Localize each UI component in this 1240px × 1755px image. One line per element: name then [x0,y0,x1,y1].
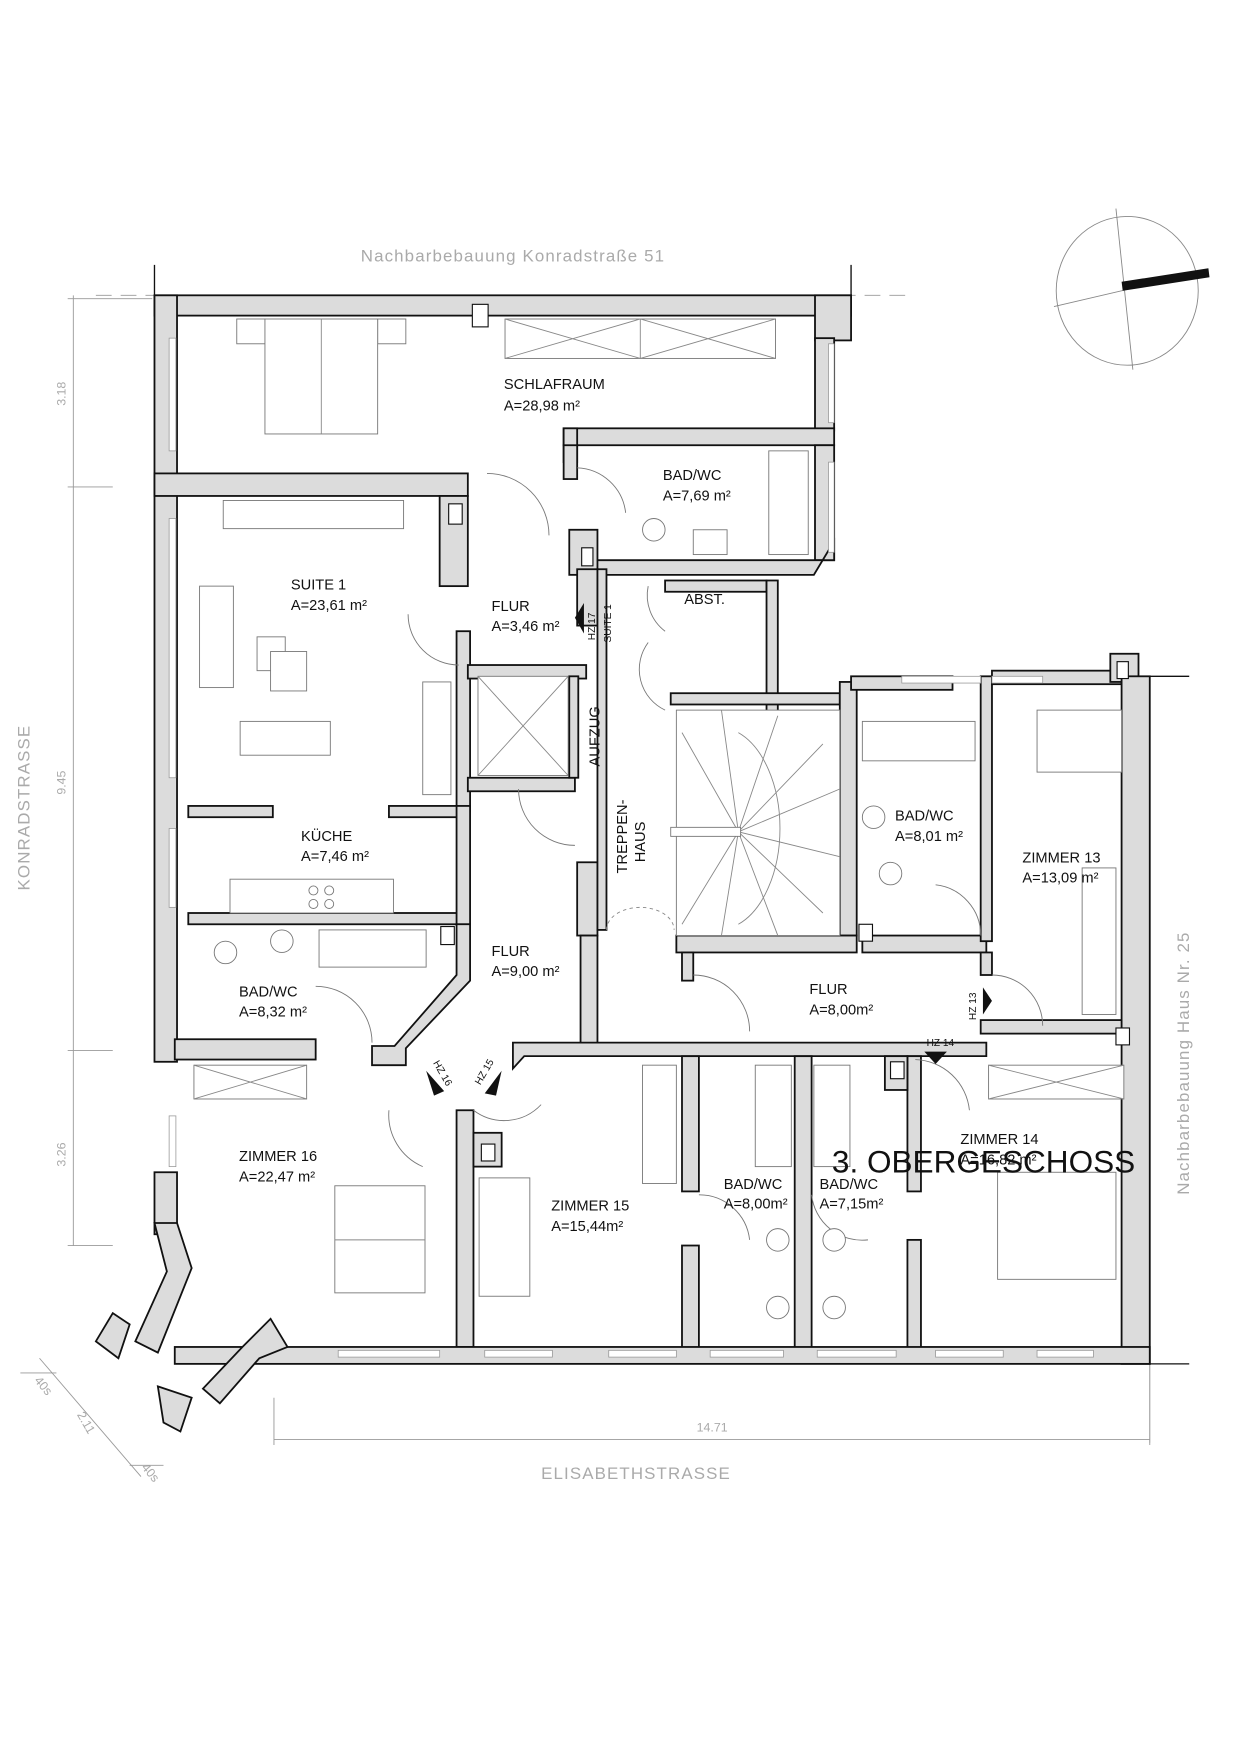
hz17-suite-label: SUITE 1 [603,604,614,643]
north-arrow-icon [1053,208,1210,370]
room-bad-15-area: A=8,00m² [724,1196,788,1212]
room-aufzug-name: AUFZUG [588,706,604,766]
hz13-arrow-icon [982,987,992,1015]
room-flur-800-name: FLUR [809,982,847,998]
room-kueche-area: A=7,46 m² [301,849,369,865]
room-kueche-name: KÜCHE [301,827,352,845]
dimension-left: 3.18 9.45 3.26 [54,295,153,1246]
shafts [440,303,1131,1162]
windows [168,337,1094,1358]
room-zimmer15-name: ZIMMER 15 [551,1199,629,1215]
hz14-arrow-icon [924,1051,947,1065]
hz17-label: HZ 17 [587,612,598,640]
room-bad-13-name: BAD/WC [895,809,954,825]
room-treppenhaus-name-1: TREPPEN- [615,799,631,873]
dim-9-45: 9.45 [54,770,68,794]
room-bad-16-name: BAD/WC [239,984,298,1000]
room-zimmer14-area: A=16,82 m² [960,1152,1036,1168]
room-labels: SCHLAFRAUM A=28,98 m² BAD/WC A=7,69 m² S… [239,377,1100,1235]
room-suite1-area: A=23,61 m² [291,598,367,614]
floor-title: 3. OBERGESCHOSS [832,1143,1135,1179]
furniture [193,318,1125,1320]
neighbor-right-label: Nachbarbebauung Haus Nr. 25 [1174,931,1193,1194]
room-flur-800-area: A=8,00m² [809,1002,873,1018]
room-zimmer13-name: ZIMMER 13 [1022,850,1100,866]
room-abst-name: ABST. [684,592,725,608]
neighbor-top-label: Nachbarbebauung Konradstraße 51 [361,247,665,266]
walls [94,294,1151,1433]
room-zimmer13-area: A=13,09 m² [1022,871,1098,887]
room-flur-suite-name: FLUR [492,599,530,615]
room-bad-14-name: BAD/WC [820,1177,879,1193]
room-bad-suite-area: A=7,69 m² [663,488,731,504]
dim-bay-40-2: 40s [139,1461,163,1485]
room-bad-15-name: BAD/WC [724,1177,783,1193]
hz13-label: HZ 13 [968,992,979,1020]
room-zimmer16-name: ZIMMER 16 [239,1149,317,1165]
dim-3-26: 3.26 [54,1142,68,1166]
room-flur-suite-area: A=3,46 m² [492,619,560,635]
room-schlafraum-area: A=28,98 m² [504,398,580,414]
room-bad-14-area: A=7,15m² [820,1196,884,1212]
dimension-bottom: 14.71 [273,1363,1151,1446]
dim-bay-40-1: 40s [32,1374,56,1398]
room-schlafraum-name: SCHLAFRAUM [504,377,605,393]
room-treppenhaus-name-2: HAUS [633,821,649,862]
room-zimmer16-area: A=22,47 m² [239,1169,315,1185]
dim-14-71: 14.71 [697,1421,728,1435]
room-zimmer14-name: ZIMMER 14 [960,1132,1038,1148]
hz15-arrow-icon [484,1070,502,1096]
room-bad-suite-name: BAD/WC [663,468,722,484]
room-flur-900-area: A=9,00 m² [492,964,560,980]
hz17-arrow-icon [574,603,584,634]
staircase [606,709,841,936]
dim-3-18: 3.18 [54,382,68,406]
door-swings [315,467,1044,1241]
dimension-bay: 40s 2.11 40s [20,1357,164,1485]
street-left-label: KONRADSTRASSE [14,725,33,891]
room-bad-16-area: A=8,32 m² [239,1005,307,1021]
room-suite1-name: SUITE 1 [291,578,346,594]
dim-bay-2-11: 2.11 [74,1409,98,1436]
room-bad-13-area: A=8,01 m² [895,829,963,845]
street-bottom-label: ELISABETHSTRASSE [541,1464,731,1483]
hz16-arrow-icon [426,1070,445,1096]
room-zimmer15-area: A=15,44m² [551,1219,623,1235]
hz14-label: HZ 14 [927,1038,955,1049]
room-flur-900-name: FLUR [492,944,530,960]
